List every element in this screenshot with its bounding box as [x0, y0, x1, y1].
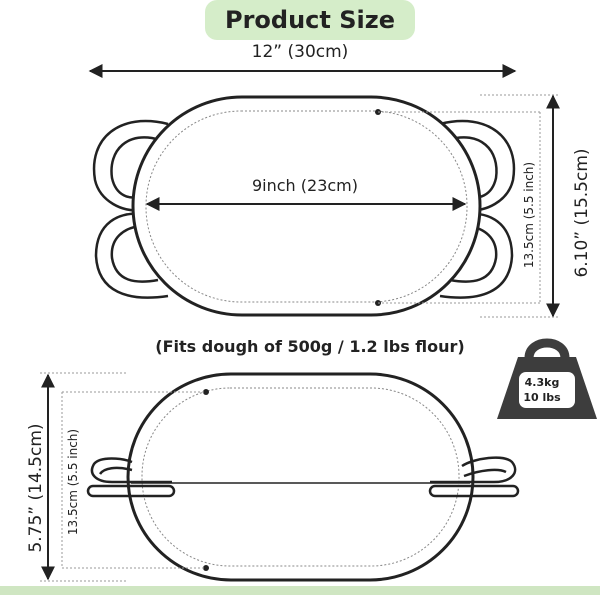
side-pan-body [126, 372, 475, 582]
side-left-handle [86, 457, 176, 498]
side-view-pan [86, 372, 520, 582]
side-right-handle [428, 456, 520, 498]
side-marker-dot [203, 565, 209, 571]
top-pan-body [131, 95, 482, 317]
top-overall-height-label: 6.10” (15.5cm) [572, 148, 592, 278]
side-marker-dot [203, 389, 209, 395]
top-height-guides [378, 94, 560, 318]
capacity-note: (Fits dough of 500g / 1.2 lbs flour) [155, 337, 465, 356]
top-inner-height-label: 13.5cm (5.5 inch) [522, 161, 536, 269]
weight-icon [497, 338, 597, 419]
page-title: Product Size [205, 0, 415, 40]
side-inner-height-label: 13.5cm (5.5 inch) [66, 428, 80, 536]
inner-width-label: 9inch (23cm) [251, 176, 358, 195]
weight-label-bg [519, 372, 575, 408]
weight-lbs-label: 10 lbs [523, 391, 561, 404]
side-pan-inner-line [141, 387, 460, 567]
side-overall-height-label: 5.75” (14.5cm) [26, 423, 46, 553]
weight-kg-label: 4.3kg [524, 376, 560, 389]
bottom-accent-bar [0, 586, 600, 595]
side-height-guides [40, 372, 206, 582]
top-pan-inner-line [145, 110, 468, 303]
top-view-pan [92, 95, 516, 317]
left-handles [92, 119, 169, 299]
overall-width-label: 12” (30cm) [251, 42, 349, 62]
